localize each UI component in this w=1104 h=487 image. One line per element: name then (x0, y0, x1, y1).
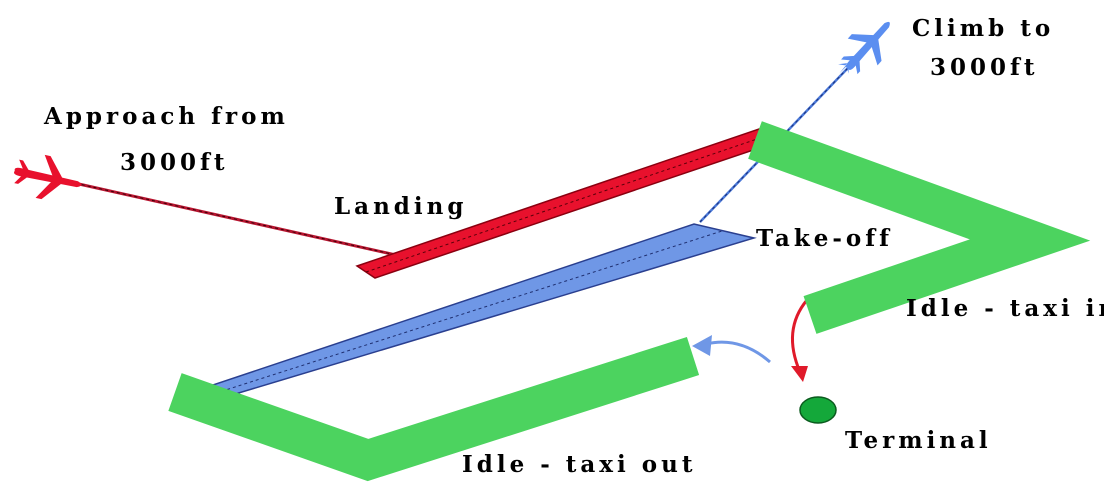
idle-taxi-in-label: Idle - taxi in (906, 295, 1104, 322)
landing-label: Landing (334, 193, 467, 220)
overlay-stroke-bottom (168, 336, 700, 482)
climb-label-line2: 3000ft (930, 54, 1039, 81)
terminal-label: Terminal (845, 427, 992, 454)
landing-runway-centerline (365, 136, 764, 273)
idle-taxi-out-label: Idle - taxi out (462, 451, 696, 478)
takeoff-label: Take-off (756, 225, 893, 252)
taxi-out-arrow (705, 340, 771, 364)
taxi-in-arrow (790, 299, 809, 373)
taxi-out-arrowhead (692, 335, 712, 356)
approach-label-line2: 3000ft (120, 149, 229, 176)
approach-path (69, 180, 406, 259)
terminal-icon (799, 396, 837, 424)
taxi-in-arrowhead (791, 366, 808, 382)
overlay-stroke-right (748, 121, 1091, 334)
approach-label-line1: Approach from (43, 103, 289, 130)
climb-plane-small-icon (838, 57, 854, 74)
approach-plane-icon (14, 154, 82, 200)
climb-label-line1: Climb to (912, 15, 1054, 42)
